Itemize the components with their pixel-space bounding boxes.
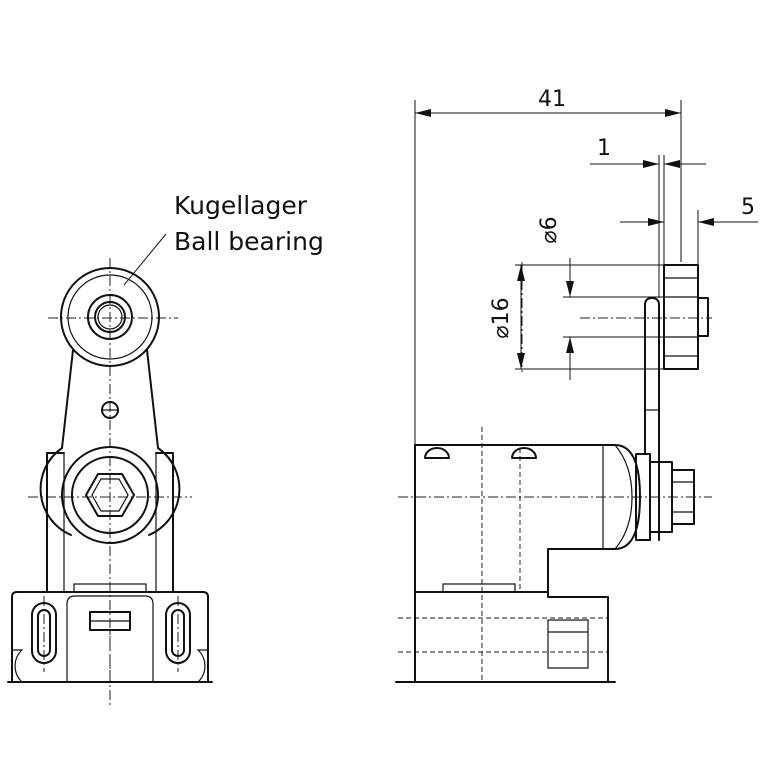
roller-side bbox=[663, 264, 709, 370]
front-view bbox=[7, 258, 213, 705]
lever-arm-side bbox=[644, 297, 660, 541]
base-flange-front bbox=[11, 591, 209, 683]
dimension-1: 1 bbox=[590, 136, 706, 298]
right-mounting-slot bbox=[165, 602, 191, 664]
switch-body-side bbox=[414, 444, 641, 593]
side-view bbox=[395, 262, 712, 683]
callout-leader-line bbox=[123, 233, 167, 286]
dim-label-1: 1 bbox=[597, 136, 611, 161]
dimension-5: 5 bbox=[620, 195, 758, 265]
ball-bearing-roller bbox=[60, 267, 160, 367]
screw-head-right bbox=[511, 447, 537, 459]
label-ball-bearing: Ball bearing bbox=[174, 227, 324, 256]
dimension-diameter-16: ⌀16 bbox=[489, 264, 664, 370]
hub-hex-nut bbox=[61, 446, 159, 544]
dim-label-diameter-16: ⌀16 bbox=[489, 297, 514, 338]
dim-label-41: 41 bbox=[538, 87, 566, 112]
dimension-41: 41 bbox=[414, 87, 682, 445]
left-mounting-slot bbox=[31, 602, 57, 664]
dim-label-5: 5 bbox=[741, 195, 755, 220]
ball-bearing-callout: Kugellager Ball bearing bbox=[123, 191, 324, 286]
lever-arm bbox=[39, 349, 181, 536]
switch-housing-front bbox=[46, 452, 174, 593]
screw-head-left bbox=[424, 447, 450, 459]
label-kugellager: Kugellager bbox=[174, 191, 308, 220]
side-shaft-nut bbox=[635, 453, 695, 541]
base-flange-side bbox=[414, 591, 609, 683]
dim-label-diameter-6: ⌀6 bbox=[537, 216, 562, 243]
